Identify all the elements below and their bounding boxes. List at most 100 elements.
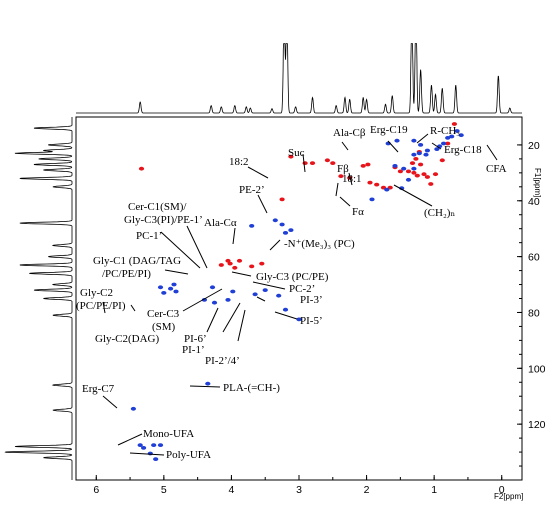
y-axis-title: F1[ppm] xyxy=(533,168,542,197)
label-ala-cbeta: Ala-Cβ xyxy=(333,127,366,139)
negative-cross-peak xyxy=(416,151,422,156)
label-cer-c1-sm: Cer-C1(SM)/ xyxy=(128,201,187,213)
positive-cross-peak xyxy=(424,175,430,179)
positive-cross-peak xyxy=(418,162,424,167)
positive-cross-peak xyxy=(365,162,371,167)
label-pc-1: PC-1’ xyxy=(136,230,162,242)
label-pi-6: PI-6’ xyxy=(184,333,207,345)
positive-cross-peak xyxy=(324,158,330,163)
negative-cross-peak xyxy=(201,298,207,302)
positive-cross-peak xyxy=(409,161,416,166)
negative-cross-peak xyxy=(282,307,289,312)
x-axis-title: F2[ppm] xyxy=(494,492,523,501)
label-gly-c1: Gly-C1 (DAG/TAG xyxy=(93,255,181,267)
y-tick-label: 120 xyxy=(528,419,546,431)
label-n-me3-pc: -N⁺(Me₃)₃ (PC) xyxy=(284,238,355,250)
label-f-alpha: Fα xyxy=(352,206,364,218)
positive-cross-peak xyxy=(249,264,255,269)
negative-cross-peak xyxy=(424,148,430,153)
x-tick-label: 4 xyxy=(229,484,235,496)
negative-cross-peak xyxy=(276,293,282,298)
positive-cross-peak xyxy=(405,169,412,174)
positive-cross-peak xyxy=(259,261,265,266)
negative-cross-peak xyxy=(230,289,236,294)
negative-cross-peak xyxy=(454,129,460,133)
positive-cross-peak xyxy=(439,158,445,163)
label-cer-c3: Cer-C3 xyxy=(147,308,180,320)
label-pi-5: PI-5’ xyxy=(300,315,323,327)
positive-cross-peak xyxy=(279,197,285,202)
positive-cross-peak xyxy=(360,164,366,168)
positive-cross-peak xyxy=(411,170,417,175)
negative-cross-peak xyxy=(449,134,455,139)
positive-cross-peak xyxy=(225,258,231,263)
label-gly-c2: Gly-C2 xyxy=(80,287,113,299)
negative-cross-peak xyxy=(209,285,216,290)
label-gly-c1-cont: /PC/PE/PI) xyxy=(102,268,151,280)
x-tick-label: 1 xyxy=(431,484,437,496)
negative-cross-peak xyxy=(411,138,417,143)
y-tick-label: 20 xyxy=(528,140,540,152)
left-1d-spectrum xyxy=(4,117,73,480)
negative-cross-peak xyxy=(401,166,407,171)
label-pi-1: PI-1’ xyxy=(182,344,205,356)
label-ala-calpha: Ala-Cα xyxy=(204,217,237,229)
top-1d-spectrum xyxy=(76,43,522,114)
x-tick-label: 6 xyxy=(93,484,99,496)
label-suc: Suc xyxy=(288,147,305,159)
negative-cross-peak xyxy=(157,443,164,447)
negative-cross-peak xyxy=(282,231,289,235)
negative-cross-peak xyxy=(225,298,231,302)
negative-cross-peak xyxy=(157,285,164,290)
positive-cross-peak xyxy=(367,180,373,185)
positive-cross-peak xyxy=(347,176,353,180)
x-tick-label: 5 xyxy=(161,484,167,496)
label-gly-c2-pc-pe-pi: (PC/PE/PI) xyxy=(76,300,126,312)
label-f-beta: Fβ xyxy=(337,163,349,175)
positive-cross-peak xyxy=(414,173,420,178)
negative-cross-peak xyxy=(434,147,440,152)
positive-cross-peak xyxy=(232,265,238,270)
label-cer-c3-sm: (SM) xyxy=(152,321,176,333)
negative-cross-peak xyxy=(151,443,157,447)
y-tick-label: 100 xyxy=(528,363,546,375)
label-pi-3: PI-3’ xyxy=(300,294,323,306)
x-tick-label: 3 xyxy=(296,484,302,496)
positive-cross-peak xyxy=(288,154,294,159)
positive-cross-peak xyxy=(421,172,427,177)
negative-cross-peak xyxy=(173,289,179,294)
negative-cross-peak xyxy=(384,187,390,192)
label-18-2: 18:2 xyxy=(229,156,249,168)
x-tick-label: 2 xyxy=(364,484,370,496)
negative-cross-peak xyxy=(423,152,429,157)
positive-cross-peak xyxy=(302,161,308,166)
positive-cross-peak xyxy=(338,174,344,179)
label-erg-c18: Erg-C18 xyxy=(444,144,482,156)
positive-cross-peak xyxy=(218,263,224,267)
positive-cross-peak xyxy=(138,166,145,171)
negative-cross-peak xyxy=(445,136,451,140)
label-cfa: CFA xyxy=(486,163,507,175)
positive-cross-peak xyxy=(432,172,439,177)
negative-cross-peak xyxy=(272,218,278,223)
negative-cross-peak xyxy=(296,317,302,322)
positive-cross-peak xyxy=(451,122,457,126)
label-mono-ufa: Mono-UFA xyxy=(143,428,194,440)
positive-cross-peak xyxy=(309,161,316,166)
negative-cross-peak xyxy=(171,282,177,287)
negative-cross-peak xyxy=(394,138,400,143)
label-erg-c19: Erg-C19 xyxy=(370,124,408,136)
label-gly-c3-pc-pe: Gly-C3 (PC/PE) xyxy=(256,271,329,283)
label-r-ch3: R-CH₃ xyxy=(430,125,460,137)
negative-cross-peak xyxy=(399,186,405,191)
label-ch2n: (CH₂)ₙ xyxy=(424,207,455,219)
negative-cross-peak xyxy=(168,286,174,291)
label-gly-c3-pi-pe1: Gly-C3(PI)/PE-1’ xyxy=(124,214,203,226)
negative-cross-peak xyxy=(418,143,424,147)
positive-cross-peak xyxy=(330,161,336,166)
annotation-labels: Ala-Cβ Erg-C19 R-CH₃ Erg-C18 CFA Suc 18:… xyxy=(76,124,507,461)
negative-cross-peak xyxy=(458,133,464,138)
